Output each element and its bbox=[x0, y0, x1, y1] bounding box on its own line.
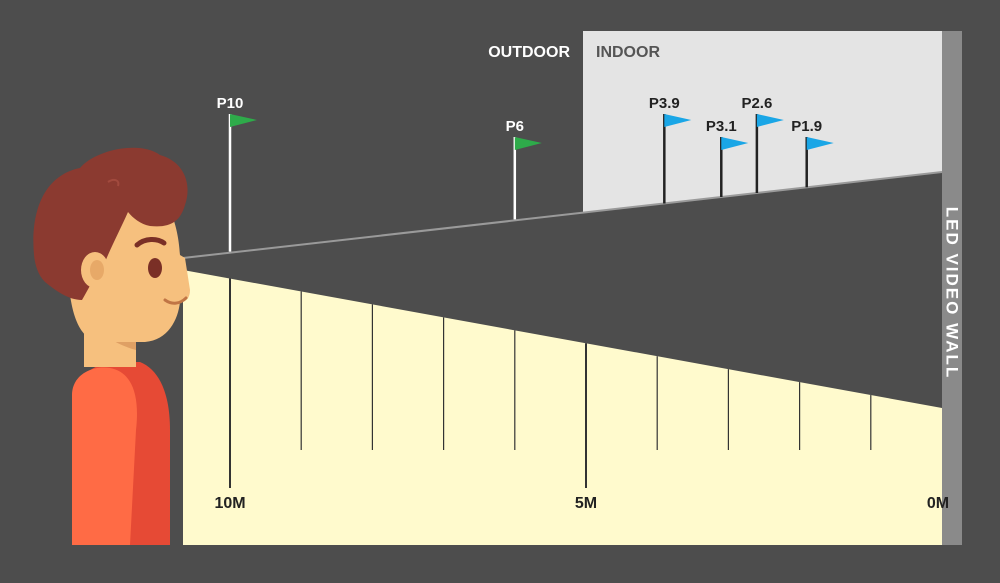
flag-label: P6 bbox=[506, 118, 524, 135]
flag-pennant bbox=[230, 114, 257, 127]
flag-p6: P6 bbox=[506, 118, 542, 220]
flag-p3-1: P3.1 bbox=[706, 118, 749, 198]
viewer-person bbox=[33, 147, 190, 545]
flag-pennant bbox=[514, 137, 542, 150]
flag-label: P3.9 bbox=[649, 95, 680, 112]
flag-label: P2.6 bbox=[741, 95, 772, 112]
distance-tick-label: 5M bbox=[575, 495, 597, 512]
distance-axis: 10M 5M 0M bbox=[214, 278, 949, 512]
flag-pennant bbox=[806, 137, 834, 150]
distance-tick-label: 10M bbox=[214, 495, 245, 512]
flag-p10: P10 bbox=[217, 95, 257, 252]
person-eye bbox=[148, 258, 162, 278]
distance-tick-label: 0M bbox=[927, 495, 949, 512]
indoor-label: INDOOR bbox=[596, 44, 660, 61]
flag-pennant bbox=[721, 137, 749, 150]
flag-label: P10 bbox=[217, 95, 244, 112]
person-eyebrow bbox=[134, 237, 167, 248]
flag-pennant bbox=[756, 114, 784, 127]
flag-p2-6: P2.6 bbox=[741, 95, 784, 193]
flag-p1-9: P1.9 bbox=[791, 118, 834, 188]
person-ear-inner bbox=[90, 260, 104, 280]
person-smile bbox=[163, 296, 188, 305]
flag-label: P1.9 bbox=[791, 118, 822, 135]
floor-area bbox=[183, 270, 942, 545]
person-hair bbox=[33, 147, 188, 300]
person-hair-highlight bbox=[107, 178, 120, 187]
flag-label: P3.1 bbox=[706, 118, 737, 135]
person-arm bbox=[72, 367, 137, 545]
flag-p3-9: P3.9 bbox=[649, 95, 692, 204]
sight-line bbox=[182, 171, 943, 259]
led-video-wall bbox=[942, 31, 962, 545]
outdoor-label: OUTDOOR bbox=[488, 44, 570, 61]
flag-pennant bbox=[664, 114, 692, 127]
led-wall-label: LED VIDEO WALL bbox=[943, 207, 962, 380]
